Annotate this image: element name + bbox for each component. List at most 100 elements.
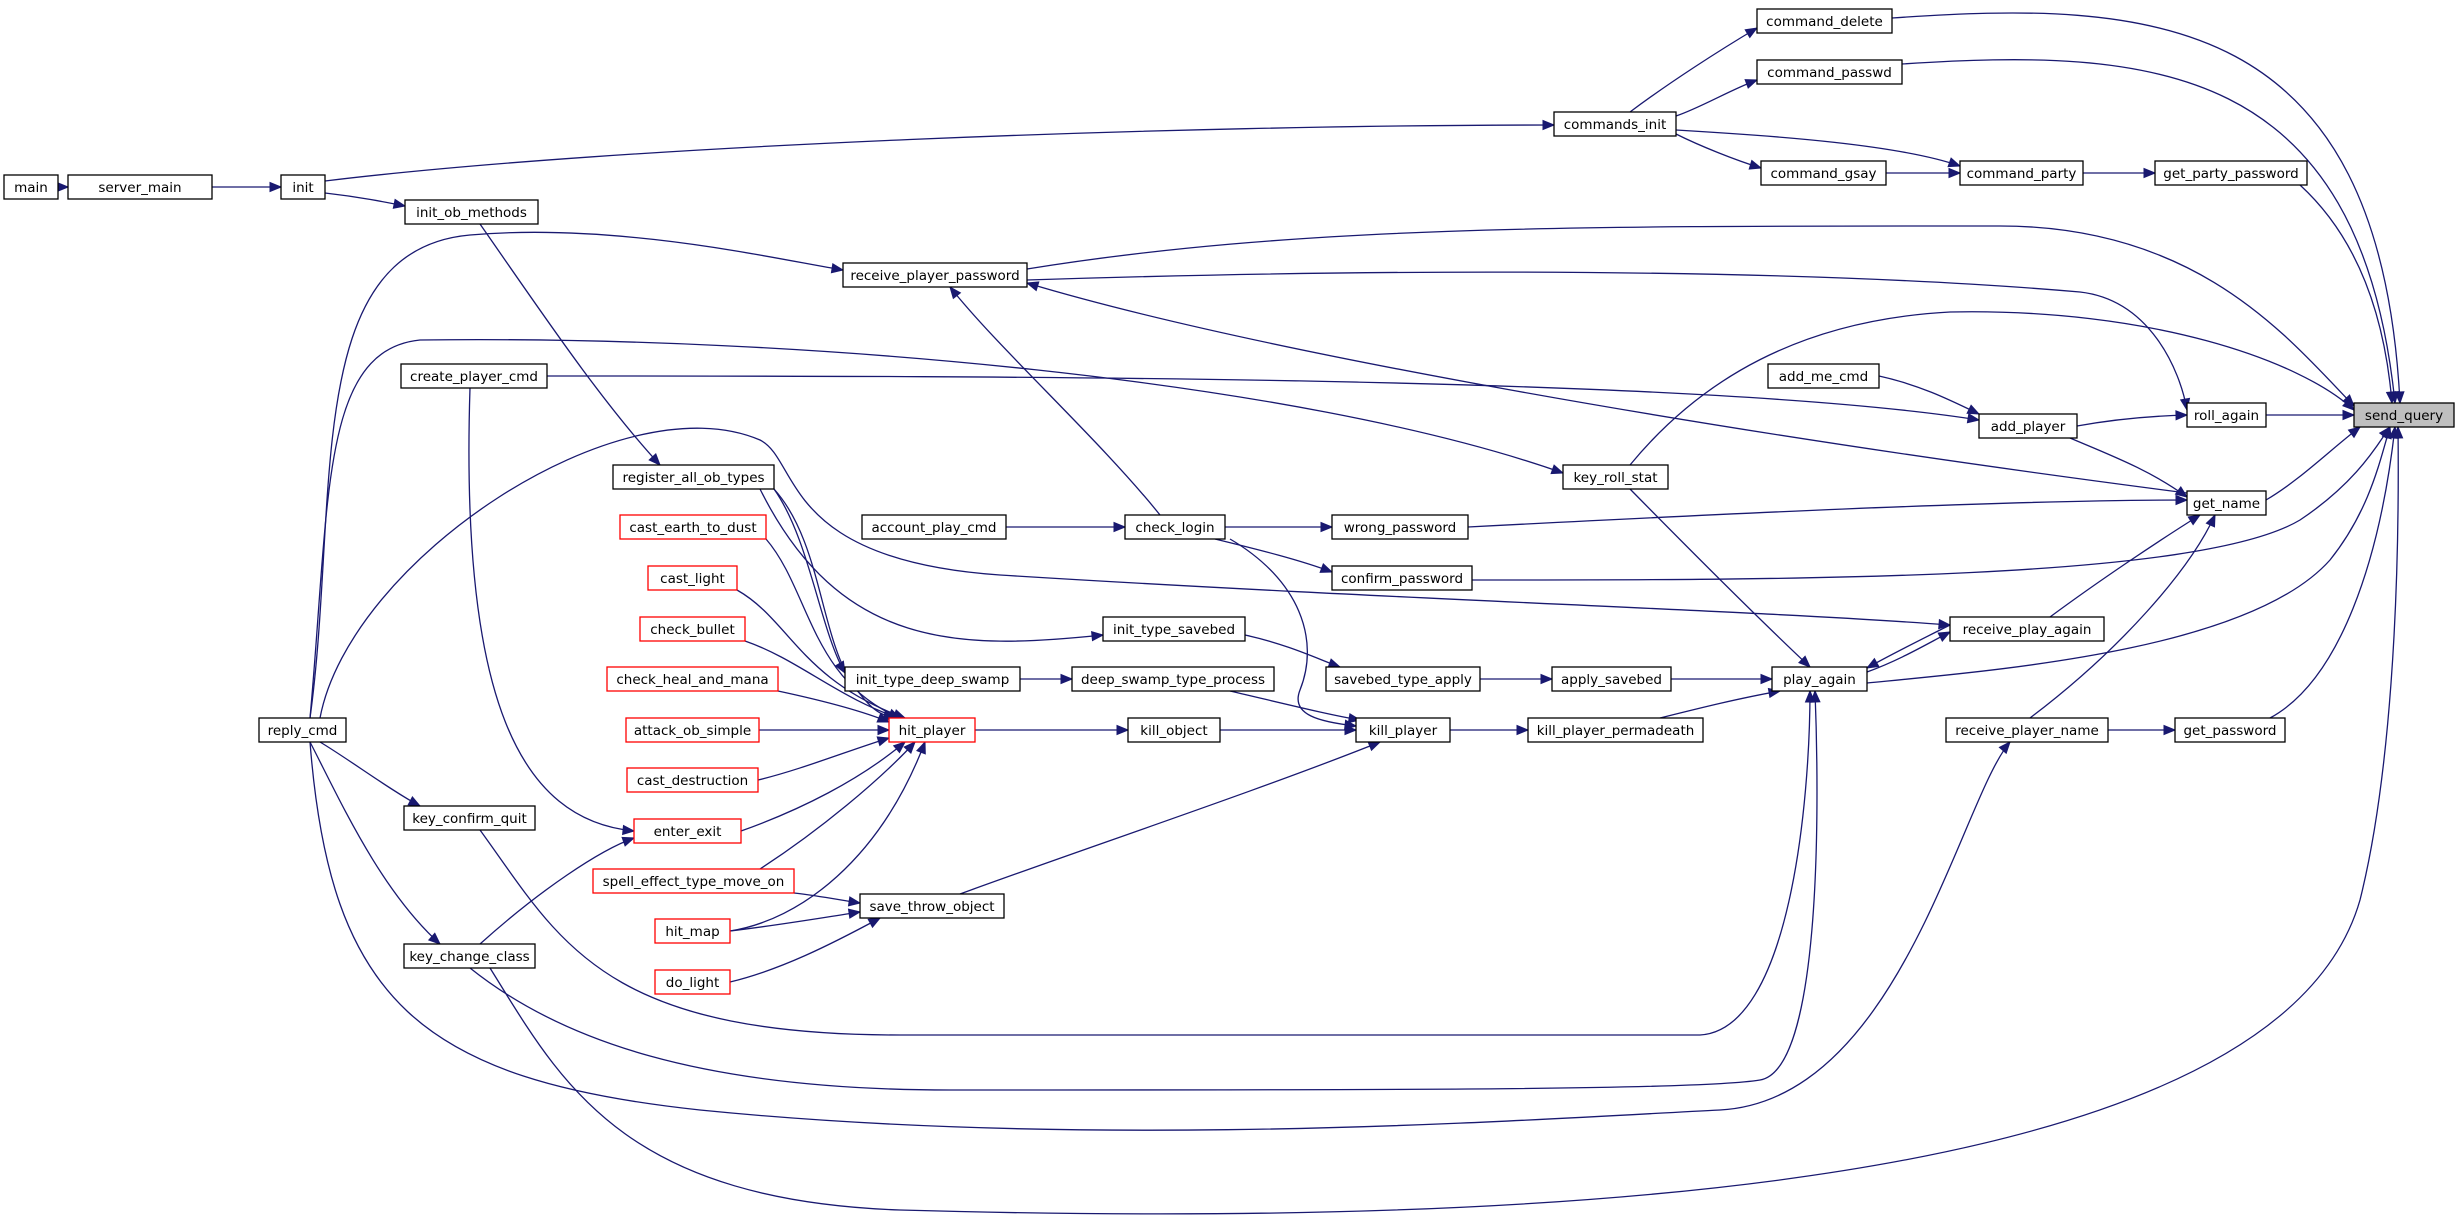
node-box-get_party_password[interactable] bbox=[2154, 160, 2308, 186]
node-enter_exit[interactable]: enter_exit bbox=[633, 818, 742, 844]
node-save_throw_object[interactable]: save_throw_object bbox=[859, 893, 1005, 919]
node-hit_player[interactable]: hit_player bbox=[888, 717, 976, 743]
node-kill_object[interactable]: kill_object bbox=[1127, 717, 1221, 743]
node-box-savebed_type_apply[interactable] bbox=[1325, 666, 1481, 692]
node-box-add_player[interactable] bbox=[1978, 413, 2078, 439]
node-get_name[interactable]: get_name bbox=[2186, 490, 2267, 516]
node-box-main[interactable] bbox=[3, 174, 59, 200]
node-box-account_play_cmd[interactable] bbox=[861, 514, 1007, 540]
node-box-command_delete[interactable] bbox=[1756, 8, 1893, 34]
node-check_bullet[interactable]: check_bullet bbox=[639, 616, 746, 642]
node-cast_earth_to_dust[interactable]: cast_earth_to_dust bbox=[619, 514, 767, 540]
node-savebed_type_apply[interactable]: savebed_type_apply bbox=[1325, 666, 1481, 692]
node-box-receive_player_password[interactable] bbox=[842, 262, 1028, 288]
node-command_party[interactable]: command_party bbox=[1959, 160, 2084, 186]
node-box-cast_destruction[interactable] bbox=[626, 767, 759, 793]
node-box-hit_player[interactable] bbox=[888, 717, 976, 743]
node-main[interactable]: main bbox=[3, 174, 59, 200]
node-box-kill_object[interactable] bbox=[1127, 717, 1221, 743]
node-register_all_ob_types[interactable]: register_all_ob_types bbox=[612, 464, 775, 490]
node-box-get_password[interactable] bbox=[2174, 717, 2286, 743]
node-get_password[interactable]: get_password bbox=[2174, 717, 2286, 743]
node-command_delete[interactable]: command_delete bbox=[1756, 8, 1893, 34]
node-box-create_player_cmd[interactable] bbox=[400, 363, 548, 389]
node-box-send_query[interactable] bbox=[2353, 402, 2455, 428]
node-box-spell_effect_type_move_on[interactable] bbox=[592, 868, 795, 894]
node-box-do_light[interactable] bbox=[654, 969, 731, 995]
node-box-check_bullet[interactable] bbox=[639, 616, 746, 642]
node-box-key_change_class[interactable] bbox=[403, 943, 536, 969]
node-account_play_cmd[interactable]: account_play_cmd bbox=[861, 514, 1007, 540]
node-add_me_cmd[interactable]: add_me_cmd bbox=[1767, 363, 1880, 389]
node-box-confirm_password[interactable] bbox=[1331, 565, 1473, 591]
node-box-receive_play_again[interactable] bbox=[1949, 616, 2105, 642]
node-cast_destruction[interactable]: cast_destruction bbox=[626, 767, 759, 793]
node-box-cast_light[interactable] bbox=[647, 565, 738, 591]
node-create_player_cmd[interactable]: create_player_cmd bbox=[400, 363, 548, 389]
node-box-save_throw_object[interactable] bbox=[859, 893, 1005, 919]
node-init_ob_methods[interactable]: init_ob_methods bbox=[404, 199, 539, 225]
node-box-wrong_password[interactable] bbox=[1331, 514, 1469, 540]
node-box-init_type_deep_swamp[interactable] bbox=[844, 666, 1021, 692]
node-box-receive_player_name[interactable] bbox=[1945, 717, 2109, 743]
node-init[interactable]: init bbox=[280, 174, 326, 200]
node-box-cast_earth_to_dust[interactable] bbox=[619, 514, 767, 540]
node-box-deep_swamp_type_process[interactable] bbox=[1071, 666, 1275, 692]
node-box-hit_map[interactable] bbox=[654, 918, 731, 944]
node-init_type_savebed[interactable]: init_type_savebed bbox=[1102, 616, 1246, 642]
node-box-enter_exit[interactable] bbox=[633, 818, 742, 844]
node-box-command_gsay[interactable] bbox=[1760, 160, 1887, 186]
node-box-server_main[interactable] bbox=[67, 174, 213, 200]
node-commands_init[interactable]: commands_init bbox=[1553, 111, 1677, 137]
node-key_confirm_quit[interactable]: key_confirm_quit bbox=[403, 805, 536, 831]
node-box-check_heal_and_mana[interactable] bbox=[606, 666, 779, 692]
node-command_gsay[interactable]: command_gsay bbox=[1760, 160, 1887, 186]
node-box-init_ob_methods[interactable] bbox=[404, 199, 539, 225]
node-kill_player_permadeath[interactable]: kill_player_permadeath bbox=[1527, 717, 1704, 743]
node-apply_savebed[interactable]: apply_savebed bbox=[1551, 666, 1672, 692]
node-check_login[interactable]: check_login bbox=[1124, 514, 1226, 540]
node-check_heal_and_mana[interactable]: check_heal_and_mana bbox=[606, 666, 779, 692]
node-deep_swamp_type_process[interactable]: deep_swamp_type_process bbox=[1071, 666, 1275, 692]
node-box-init[interactable] bbox=[280, 174, 326, 200]
node-add_player[interactable]: add_player bbox=[1978, 413, 2078, 439]
node-do_light[interactable]: do_light bbox=[654, 969, 731, 995]
node-init_type_deep_swamp[interactable]: init_type_deep_swamp bbox=[844, 666, 1021, 692]
node-box-kill_player_permadeath[interactable] bbox=[1527, 717, 1704, 743]
node-send_query[interactable]: send_query bbox=[2353, 402, 2455, 428]
node-key_change_class[interactable]: key_change_class bbox=[403, 943, 536, 969]
node-box-command_party[interactable] bbox=[1959, 160, 2084, 186]
node-box-reply_cmd[interactable] bbox=[258, 717, 347, 743]
node-confirm_password[interactable]: confirm_password bbox=[1331, 565, 1473, 591]
node-receive_player_password[interactable]: receive_player_password bbox=[842, 262, 1028, 288]
node-box-apply_savebed[interactable] bbox=[1551, 666, 1672, 692]
node-box-key_roll_stat[interactable] bbox=[1562, 464, 1669, 490]
node-box-kill_player[interactable] bbox=[1355, 717, 1451, 743]
node-attack_ob_simple[interactable]: attack_ob_simple bbox=[625, 717, 760, 743]
node-box-add_me_cmd[interactable] bbox=[1767, 363, 1880, 389]
node-spell_effect_type_move_on[interactable]: spell_effect_type_move_on bbox=[592, 868, 795, 894]
node-cast_light[interactable]: cast_light bbox=[647, 565, 738, 591]
node-play_again[interactable]: play_again bbox=[1771, 666, 1868, 692]
node-wrong_password[interactable]: wrong_password bbox=[1331, 514, 1469, 540]
node-box-key_confirm_quit[interactable] bbox=[403, 805, 536, 831]
node-kill_player[interactable]: kill_player bbox=[1355, 717, 1451, 743]
node-receive_play_again[interactable]: receive_play_again bbox=[1949, 616, 2105, 642]
node-box-register_all_ob_types[interactable] bbox=[612, 464, 775, 490]
node-key_roll_stat[interactable]: key_roll_stat bbox=[1562, 464, 1669, 490]
node-hit_map[interactable]: hit_map bbox=[654, 918, 731, 944]
node-box-play_again[interactable] bbox=[1771, 666, 1868, 692]
node-receive_player_name[interactable]: receive_player_name bbox=[1945, 717, 2109, 743]
node-box-get_name[interactable] bbox=[2186, 490, 2267, 516]
node-box-command_passwd[interactable] bbox=[1756, 59, 1903, 85]
node-server_main[interactable]: server_main bbox=[67, 174, 213, 200]
node-box-roll_again[interactable] bbox=[2186, 402, 2267, 428]
node-box-init_type_savebed[interactable] bbox=[1102, 616, 1246, 642]
node-box-attack_ob_simple[interactable] bbox=[625, 717, 760, 743]
node-reply_cmd[interactable]: reply_cmd bbox=[258, 717, 347, 743]
node-get_party_password[interactable]: get_party_password bbox=[2154, 160, 2308, 186]
node-roll_again[interactable]: roll_again bbox=[2186, 402, 2267, 428]
node-box-check_login[interactable] bbox=[1124, 514, 1226, 540]
node-command_passwd[interactable]: command_passwd bbox=[1756, 59, 1903, 85]
node-box-commands_init[interactable] bbox=[1553, 111, 1677, 137]
